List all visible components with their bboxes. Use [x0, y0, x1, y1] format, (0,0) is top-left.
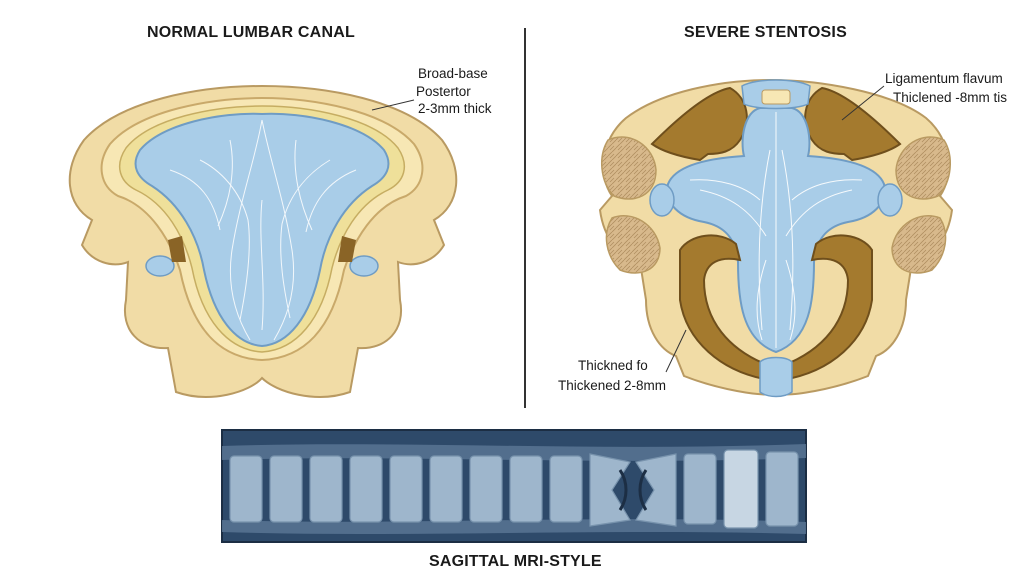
mri-vertebral-bodies	[230, 450, 798, 528]
severe-vertebra	[600, 80, 952, 397]
normal-left-foramen	[146, 256, 174, 276]
severe-top-node-center	[762, 90, 790, 104]
sagittal-mri-strip	[222, 430, 806, 542]
severe-left-foramen	[650, 184, 674, 216]
severe-bottom-node	[760, 358, 792, 397]
normal-right-foramen	[350, 256, 378, 276]
severe-right-foramen	[878, 184, 902, 216]
normal-vertebra	[70, 86, 457, 397]
